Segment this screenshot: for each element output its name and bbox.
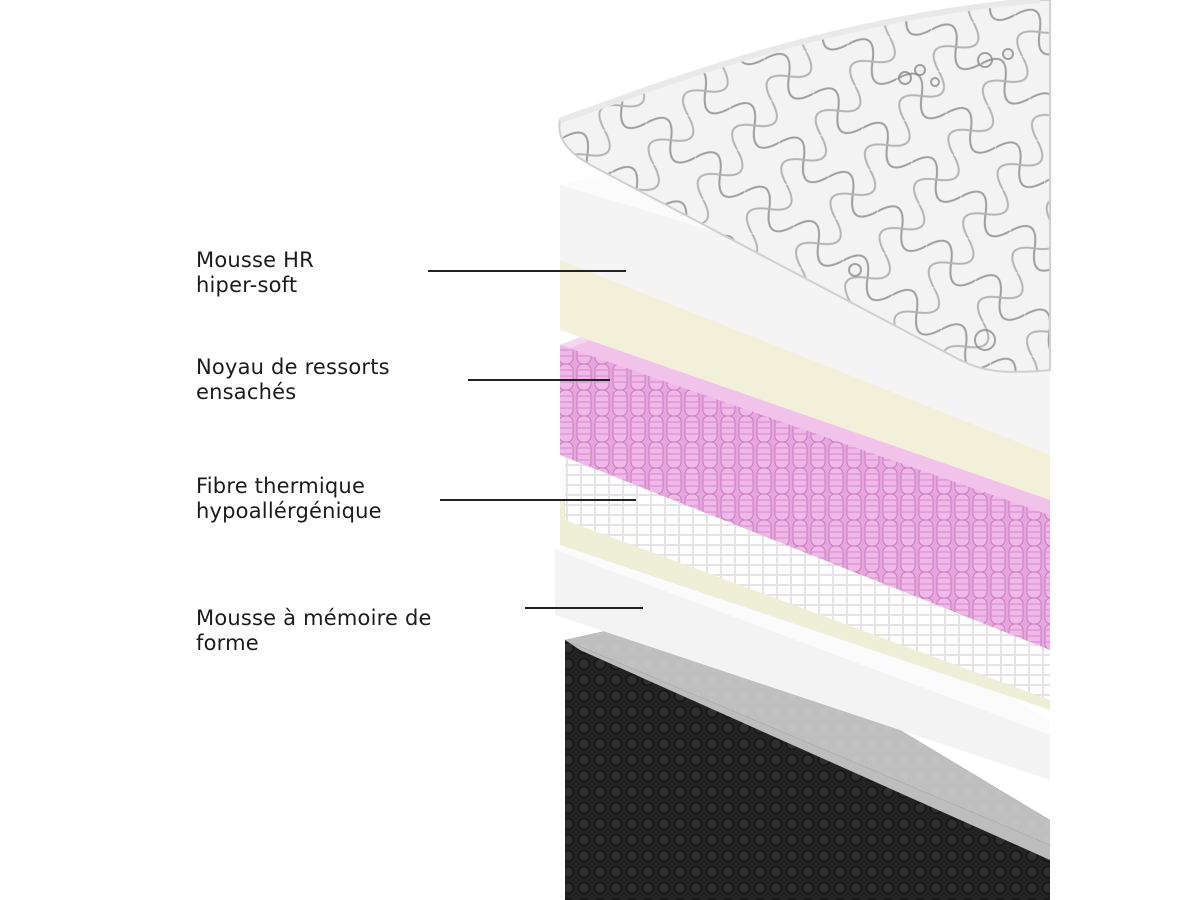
label-noyau-ressorts-line2: ensachés — [196, 380, 297, 404]
leader-line-mousse-memoire — [525, 607, 643, 609]
label-fibre-thermique-line2: hypoallérgénique — [196, 499, 382, 523]
label-noyau-ressorts-line1: Noyau de ressorts — [196, 355, 390, 379]
leader-line-noyau-ressorts — [468, 379, 610, 381]
label-mousse-hr-line2: hiper-soft — [196, 273, 298, 297]
label-mousse-memoire-line2: forme — [196, 631, 259, 655]
label-mousse-hr: Mousse HR hiper-soft — [196, 248, 314, 298]
label-fibre-thermique: Fibre thermique hypoallérgénique — [196, 474, 382, 524]
label-mousse-memoire: Mousse à mémoire de forme — [196, 606, 432, 656]
leader-line-fibre-thermique — [440, 499, 636, 501]
label-mousse-memoire-line1: Mousse à mémoire de — [196, 606, 432, 630]
label-mousse-hr-line1: Mousse HR — [196, 248, 314, 272]
base-border-layer — [565, 610, 1050, 900]
label-noyau-ressorts: Noyau de ressorts ensachés — [196, 355, 390, 405]
leader-line-mousse-hr — [428, 270, 626, 272]
label-fibre-thermique-line1: Fibre thermique — [196, 474, 366, 498]
quilted-top-cover-layer — [558, 0, 1051, 373]
